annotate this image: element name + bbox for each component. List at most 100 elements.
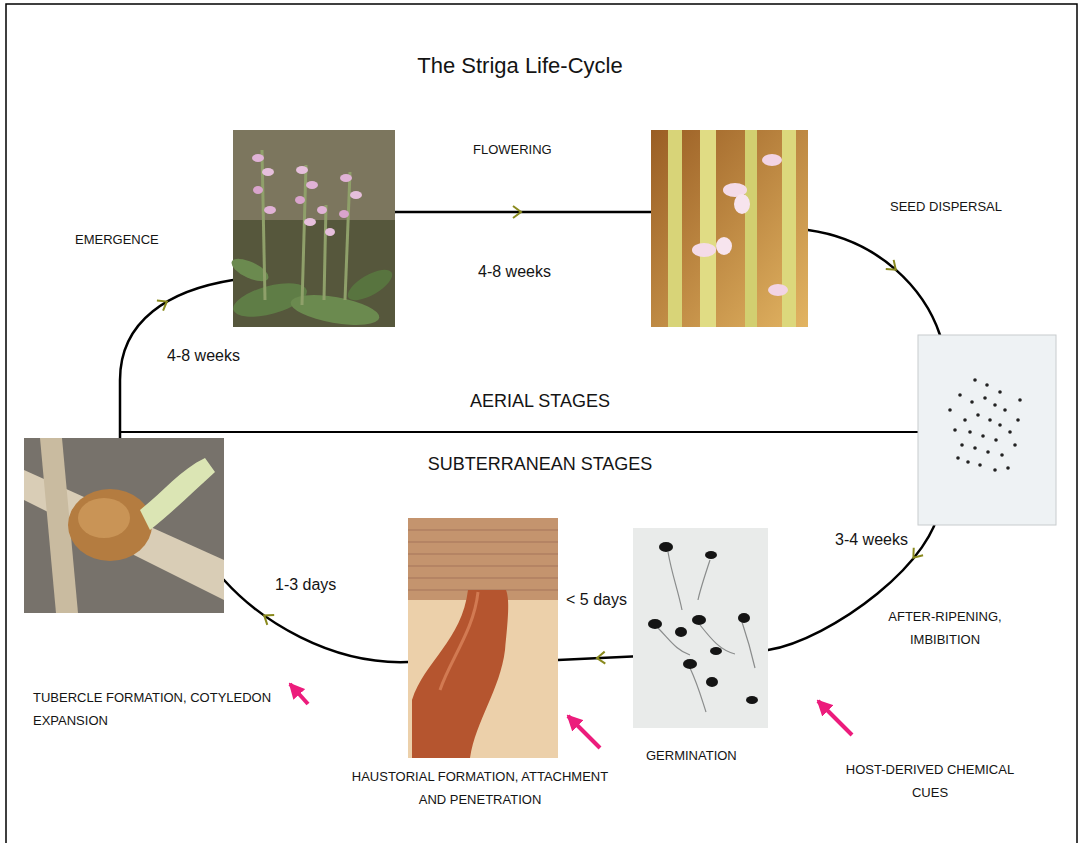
duration-label-holder: 4-8 weeks <box>167 346 240 366</box>
seed-dispersal-photo <box>986 450 990 454</box>
flowering-plant-photo <box>343 264 396 306</box>
germination-photo <box>698 560 710 600</box>
germination-photo <box>706 677 718 687</box>
flowering-plant-photo <box>233 130 395 220</box>
seed-dispersal-photo <box>918 335 1056 525</box>
tubercle-photo <box>140 458 215 530</box>
flowering-plant-photo <box>228 130 396 331</box>
flowering-plant-photo <box>317 206 327 214</box>
haustorium-photo <box>408 530 558 590</box>
seed-dispersal-photo <box>966 460 970 464</box>
seed-dispersal-photo <box>970 400 974 404</box>
seed-dispersal-photo <box>998 423 1002 427</box>
stage-label: HAUSTORIAL FORMATION, ATTACHMENT AND PEN… <box>345 765 615 811</box>
cue-arrow <box>568 716 600 748</box>
germination-photo <box>710 647 722 655</box>
seed-dispersal-photo <box>918 335 1056 525</box>
seed-dispersal-photo <box>981 434 985 438</box>
germination-photo <box>700 625 735 654</box>
stage-label-holder: HAUSTORIAL FORMATION, ATTACHMENT AND PEN… <box>345 765 615 811</box>
duration-label: 1-3 days <box>275 575 336 595</box>
haustorium-photo <box>408 530 558 531</box>
flower-closeup-photo <box>762 154 782 166</box>
duration-label: < 5 days <box>566 590 627 610</box>
seed-dispersal-photo <box>998 390 1002 394</box>
cycle-arrowhead <box>157 206 923 664</box>
flower-closeup-photo <box>745 130 757 327</box>
flower-closeup-photo <box>768 284 788 296</box>
frame <box>6 4 1077 843</box>
germination-photo <box>648 542 758 704</box>
germination-photo <box>742 622 755 668</box>
stage-label-holder: TUBERCLE FORMATION, COTYLEDON EXPANSION <box>33 686 273 732</box>
germination-photo <box>668 552 682 610</box>
flower-closeup-photo <box>782 130 796 327</box>
germination-photo <box>658 552 755 712</box>
flowering-plant-photo <box>340 174 352 182</box>
stage-label: EMERGENCE <box>75 232 159 248</box>
region-label-holder: SUBTERRANEAN STAGES <box>340 453 740 476</box>
seed-dispersal-photo <box>1006 466 1010 470</box>
haustorium-photo <box>440 592 478 690</box>
seed-dispersal-photo <box>994 438 998 442</box>
flowering-plant-photo <box>264 206 276 214</box>
cue-arrow <box>818 701 852 735</box>
region-label: AERIAL STAGES <box>340 390 740 413</box>
cue-arrow <box>290 684 852 748</box>
region-label: SUBTERRANEAN STAGES <box>340 453 740 476</box>
flower-closeup-photo <box>651 130 808 327</box>
flower-closeup-photo <box>734 194 750 214</box>
diagram-title-holder: The Striga Life-Cycle <box>300 52 740 80</box>
cycle-arrowhead <box>886 260 900 274</box>
flowering-plant-photo <box>324 205 326 300</box>
tubercle-photo <box>78 498 130 538</box>
germination-photo <box>633 528 768 728</box>
seed-dispersal-photo <box>1008 430 1012 434</box>
tubercle-photo <box>68 489 152 561</box>
stage-label-holder: FLOWERING <box>473 142 552 158</box>
cycle-arrowhead <box>513 206 521 218</box>
seed-dispersal-photo <box>993 403 997 407</box>
flowering-plant-photo <box>302 165 306 305</box>
haustorium-photo <box>408 518 558 758</box>
germination-photo <box>675 627 687 637</box>
cue-arrow <box>290 684 308 704</box>
seed-dispersal-photo <box>1013 443 1017 447</box>
diagram-title: The Striga Life-Cycle <box>300 52 740 80</box>
tubercle-photo <box>24 438 224 613</box>
flower-closeup-photo <box>651 130 808 327</box>
stage-label: TUBERCLE FORMATION, COTYLEDON EXPANSION <box>33 686 273 732</box>
seed-dispersal-photo <box>973 378 977 382</box>
seed-dispersal-photo <box>956 456 960 460</box>
seed-dispersal-photo <box>963 418 967 422</box>
seed-dispersal-photo <box>968 430 972 434</box>
flower-closeup-photo <box>700 130 716 327</box>
flowering-plant-photo <box>339 210 349 218</box>
flowering-plant-photo <box>252 154 264 162</box>
germination-photo <box>746 696 758 704</box>
cue-label-holder: HOST-DERIVED CHEMICAL CUES <box>840 758 1020 804</box>
flower-closeup-photo <box>716 237 732 255</box>
flowering-plant-photo <box>296 166 308 174</box>
germination-photo <box>738 613 750 623</box>
germination-photo <box>659 542 673 552</box>
duration-label: 4-8 weeks <box>167 346 240 366</box>
stage-label-holder: SEED DISPERSAL <box>890 199 1002 215</box>
germination-photo <box>683 659 697 669</box>
cycle-arrowhead <box>157 296 170 310</box>
seed-dispersal-photo <box>976 413 980 417</box>
duration-label-holder: 3-4 weeks <box>835 530 908 550</box>
stage-label-holder: EMERGENCE <box>75 232 159 248</box>
seed-dispersal-photo <box>993 468 997 472</box>
haustorium-photo <box>408 554 558 555</box>
flowering-plant-photo <box>262 168 274 176</box>
cycle-arrowhead <box>261 611 274 625</box>
flowering-plant-photo <box>350 191 362 199</box>
stage-label-holder: AFTER-RIPENING, IMBIBITION <box>865 605 1025 651</box>
seed-dispersal-photo <box>960 443 964 447</box>
flowering-plant-photo <box>325 228 335 236</box>
stage-label: GERMINATION <box>646 748 737 764</box>
seed-dispersal-photo <box>973 446 977 450</box>
